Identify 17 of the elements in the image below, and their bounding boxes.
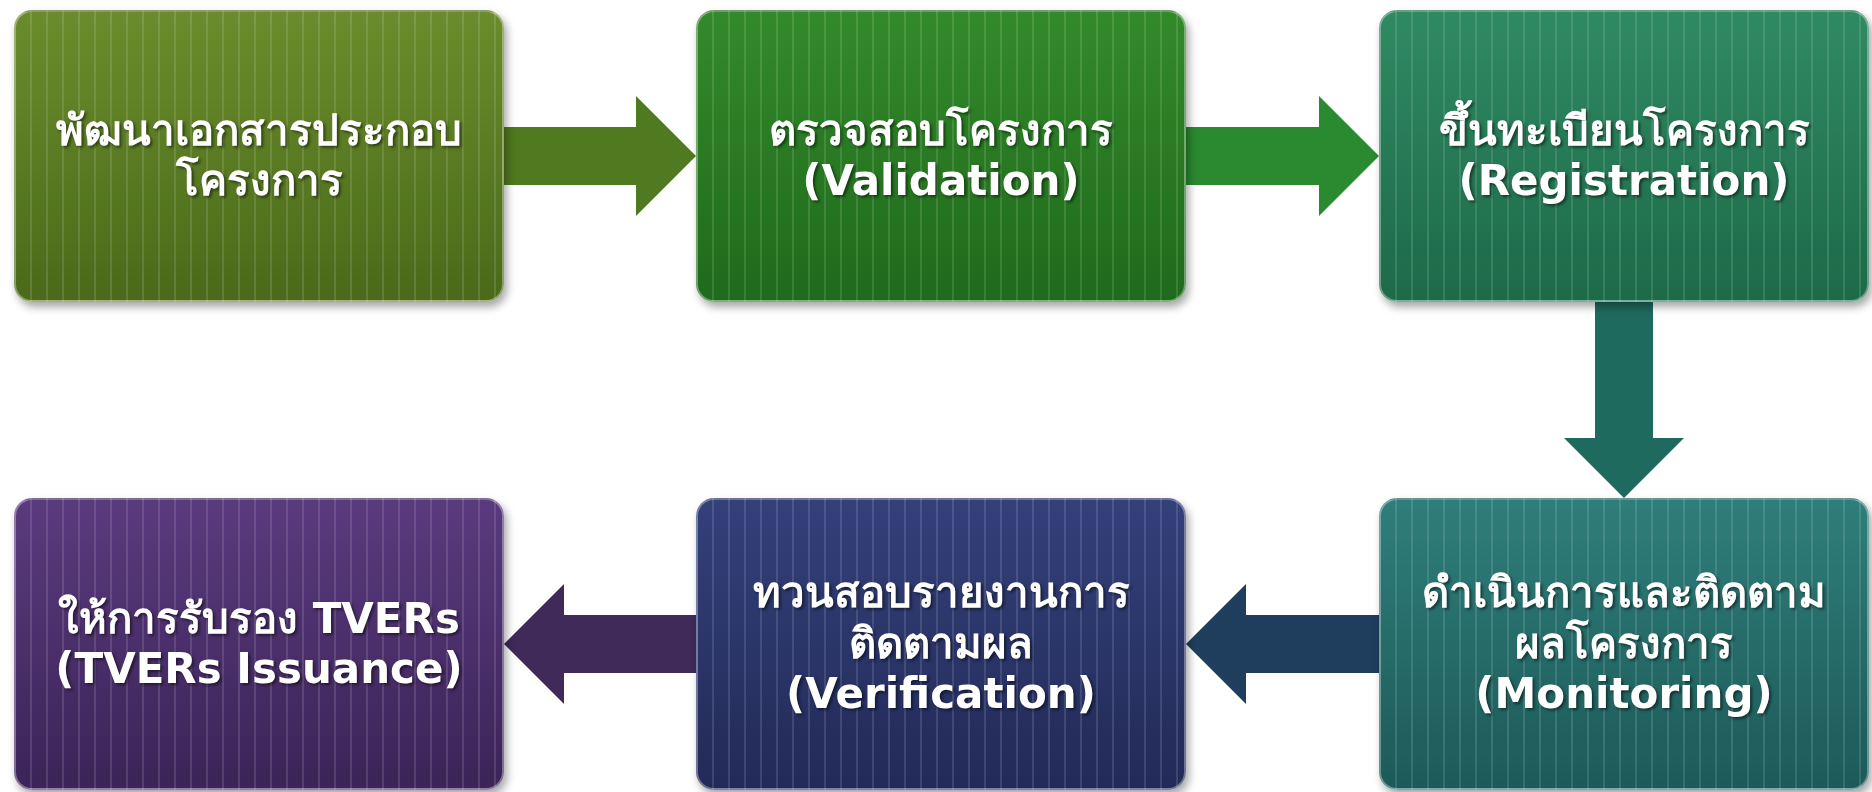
- step-label: ตรวจสอบโครงการ (Validation): [768, 104, 1114, 207]
- block-arrow: [1186, 584, 1379, 704]
- process-box: [14, 498, 504, 790]
- process-box: [696, 10, 1186, 302]
- process-box: [1379, 10, 1869, 302]
- block-arrow: [1186, 96, 1379, 216]
- step-label: ดำเนินการและติดตามผลโครงการ (Monitoring): [1421, 567, 1827, 721]
- step-label: ทวนสอบรายงานการติดตามผล (Verification): [751, 567, 1131, 721]
- block-arrow: [1564, 302, 1684, 498]
- process-box: [1379, 498, 1869, 790]
- block-arrow: [504, 584, 696, 704]
- process-box: [14, 10, 504, 302]
- step-label: ขึ้นทะเบียนโครงการ (Registration): [1381, 95, 1867, 217]
- block-arrow: [504, 96, 696, 216]
- step-label: ให้การรับรอง TVERs (TVERs Issuance): [54, 592, 464, 695]
- process-box: [696, 498, 1186, 790]
- step-label: พัฒนาเอกสารประกอบโครงการ: [55, 104, 463, 207]
